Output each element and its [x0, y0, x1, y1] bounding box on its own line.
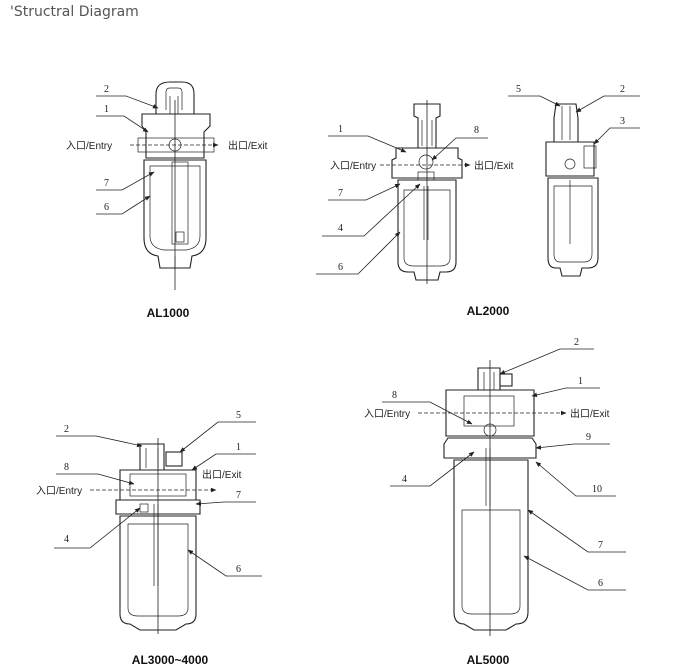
al1000-callout-6: 6 [104, 202, 109, 213]
al3000-callout-5: 5 [236, 410, 241, 421]
al5000-callout-7: 7 [598, 540, 603, 551]
al5000-callout-1: 1 [578, 376, 583, 387]
al1000-entry-label: 入口/Entry [66, 141, 112, 152]
al1000-callout-1: 1 [104, 104, 109, 115]
al2000-callout-4: 4 [338, 223, 343, 234]
al1000-model-label: AL1000 [147, 306, 190, 320]
al3000-callout-8: 8 [64, 462, 69, 473]
al2000-callout-5: 5 [516, 84, 521, 95]
page-title: 'Structral Diagram [10, 4, 139, 20]
al2000-callout-6: 6 [338, 262, 343, 273]
al2000-side-body [545, 103, 599, 277]
al3000-callout-4: 4 [64, 534, 69, 545]
al3000-model-label: AL3000~4000 [132, 653, 209, 667]
al5000-callout-6: 6 [598, 578, 603, 589]
al5000-callout-10: 10 [592, 484, 602, 495]
al5000-callout-4: 4 [402, 474, 407, 485]
al2000-callout-3: 3 [620, 116, 625, 127]
al2000-callout-2: 2 [620, 84, 625, 95]
al1000-callout-2: 2 [104, 84, 109, 95]
al2000-entry-label: 入口/Entry [330, 161, 376, 172]
al2000-drawing: 入口/Entry 出口/Exit 1 8 7 4 6 [316, 100, 514, 284]
al1000-exit-label: 出口/Exit [228, 139, 268, 152]
al3000-callout-7: 7 [236, 490, 241, 501]
al1000-callout-7: 7 [104, 178, 109, 189]
al3000-callout-2: 2 [64, 424, 69, 435]
al2000-model-label: AL2000 [467, 304, 510, 318]
al2000-side-view: 5 2 3 AL2000 [467, 84, 640, 318]
al3000-callout-6: 6 [236, 564, 241, 575]
al5000-callout-9: 9 [586, 432, 591, 443]
al5000-entry-label: 入口/Entry [364, 409, 410, 420]
al5000-drawing: 入口/Entry 出口/Exit 2 1 8 9 4 10 7 6 AL5000 [364, 337, 626, 667]
al5000-callout-8: 8 [392, 390, 397, 401]
al2000-callout-7: 7 [338, 188, 343, 199]
al2000-exit-label: 出口/Exit [474, 159, 514, 172]
al2000-callout-1: 1 [338, 124, 343, 135]
al5000-exit-label: 出口/Exit [570, 407, 610, 420]
al3000-entry-label: 入口/Entry [36, 486, 82, 497]
al3000-exit-label: 出口/Exit [202, 468, 242, 481]
al3000-callout-1: 1 [236, 442, 241, 453]
al5000-model-label: AL5000 [467, 653, 510, 667]
al2000-callout-8: 8 [474, 125, 479, 136]
al3000-drawing: 入口/Entry 出口/Exit 2 5 1 8 7 4 6 AL3000~40… [36, 410, 262, 667]
al1000-drawing: 入口/Entry 出口/Exit 2 1 7 6 AL1000 [66, 81, 268, 320]
al5000-callout-2: 2 [574, 337, 579, 348]
